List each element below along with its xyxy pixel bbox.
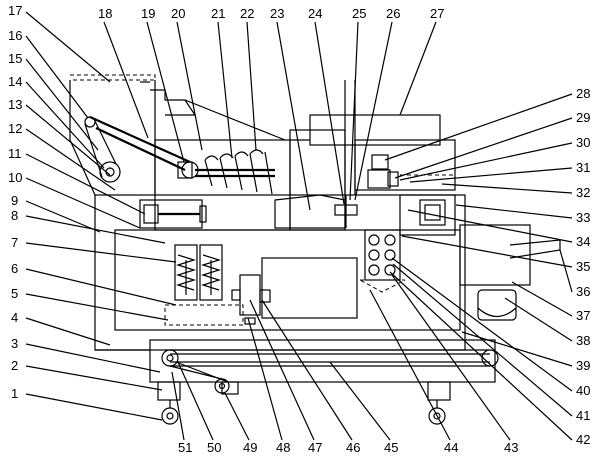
label-15: 15: [8, 51, 22, 66]
label-51: 51: [178, 440, 192, 455]
label-47: 47: [308, 440, 322, 455]
label-40: 40: [576, 383, 590, 398]
label-28: 28: [576, 86, 590, 101]
label-41: 41: [576, 408, 590, 423]
conveyor-belt: [162, 350, 498, 393]
conveyor-roller-left: [162, 350, 178, 366]
label-10: 10: [8, 170, 22, 185]
label-12: 12: [8, 121, 22, 136]
label-7: 7: [11, 235, 18, 250]
hopper-top: [70, 75, 155, 80]
left-wheel: [162, 408, 178, 424]
label-36: 36: [576, 284, 590, 299]
outer-housing: [95, 195, 465, 350]
label-24: 24: [308, 6, 322, 21]
label-21: 21: [211, 6, 225, 21]
label-35: 35: [576, 259, 590, 274]
feed-chute: [400, 175, 455, 190]
label-27: 27: [430, 6, 444, 21]
screw-conveyor: [150, 90, 310, 230]
label-34: 34: [576, 234, 590, 249]
belt-pulley-bottom: [100, 162, 120, 182]
label-50: 50: [207, 440, 221, 455]
side-box: [400, 195, 455, 235]
discharge-chute: [460, 225, 560, 320]
crushing-section: [275, 80, 357, 230]
collection-bin: [478, 290, 516, 320]
leader-lines: [26, 12, 572, 440]
label-31: 31: [576, 160, 590, 175]
label-33: 33: [576, 210, 590, 225]
label-25: 25: [352, 6, 366, 21]
label-14: 14: [8, 74, 22, 89]
label-8: 8: [11, 208, 18, 223]
label-48: 48: [276, 440, 290, 455]
label-16: 16: [8, 28, 22, 43]
label-38: 38: [576, 333, 590, 348]
top-right-unit: [310, 115, 455, 235]
screw-chamber: [155, 140, 290, 230]
label-5: 5: [11, 286, 18, 301]
screen-box: [262, 258, 357, 318]
label-11: 11: [8, 146, 22, 161]
label-44: 44: [444, 440, 458, 455]
label-4: 4: [11, 310, 18, 325]
screen-frame: [262, 258, 357, 318]
roller-crusher: [360, 230, 405, 292]
gear-box: [355, 140, 455, 190]
label-29: 29: [576, 110, 590, 125]
label-18: 18: [98, 6, 112, 21]
label-43: 43: [504, 440, 518, 455]
label-49: 49: [243, 440, 257, 455]
label-13: 13: [8, 97, 22, 112]
inner-housing: [115, 230, 460, 330]
label-20: 20: [171, 6, 185, 21]
spring-dampers: [165, 245, 270, 325]
label-37: 37: [576, 308, 590, 323]
label-19: 19: [141, 6, 155, 21]
right-leg: [428, 382, 450, 400]
label-17: 17: [8, 3, 22, 18]
label-45: 45: [384, 440, 398, 455]
label-22: 22: [240, 6, 254, 21]
label-6: 6: [11, 261, 18, 276]
label-46: 46: [346, 440, 360, 455]
label-9: 9: [11, 193, 18, 208]
motor-unit: [368, 170, 390, 188]
roller-1: [369, 235, 379, 245]
label-23: 23: [270, 6, 284, 21]
label-42: 42: [576, 432, 590, 447]
label-26: 26: [386, 6, 400, 21]
label-39: 39: [576, 358, 590, 373]
spring-base: [165, 305, 243, 325]
vibration-motor: [240, 275, 260, 315]
label-30: 30: [576, 135, 590, 150]
label-2: 2: [11, 358, 18, 373]
label-32: 32: [576, 185, 590, 200]
feed-hopper: [70, 75, 198, 195]
push-cylinder: [140, 200, 206, 228]
screw-blades: [205, 152, 272, 194]
label-3: 3: [11, 336, 18, 351]
discharge-box: [460, 225, 530, 285]
label-1: 1: [11, 386, 18, 401]
